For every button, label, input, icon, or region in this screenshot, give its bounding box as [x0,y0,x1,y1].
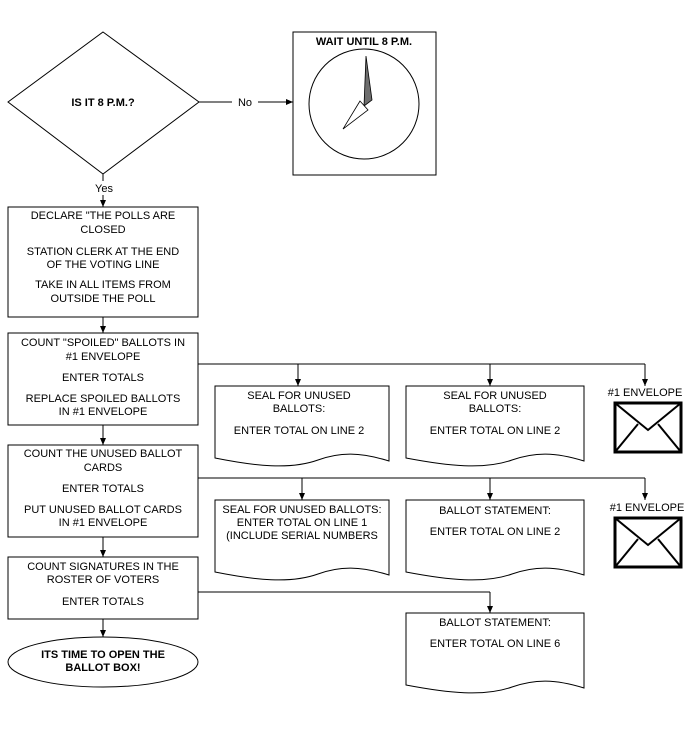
doc-a-line1: SEAL FOR UNUSED [247,390,351,402]
decision-question: IS IT 8 P.M.? [71,97,135,109]
doc-a-line2: BALLOTS: [273,403,326,415]
step3-line3: ENTER TOTALS [62,483,144,495]
envelope-icon [613,401,683,454]
doc-seal-unused-ballots-a: SEAL FOR UNUSED BALLOTS: ENTER TOTAL ON … [214,385,390,467]
step4-line2: ROSTER OF VOTERS [47,574,159,586]
doc-d-line1: BALLOT STATEMENT: [439,505,551,517]
doc-seal-unused-ballots-c: SEAL FOR UNUSED BALLOTS: ENTER TOTAL ON … [214,499,390,581]
step3-line4: PUT UNUSED BALLOT CARDS [24,504,182,516]
yes-label-bg [90,181,118,195]
step-count-spoiled-ballots: COUNT "SPOILED" BALLOTS IN #1 ENVELOPE E… [7,332,199,426]
decision-diamond: IS IT 8 P.M.? [7,31,200,175]
doc-d-line2: ENTER TOTAL ON LINE 2 [430,526,560,538]
doc-b-line3: ENTER TOTAL ON LINE 2 [430,425,560,437]
doc-b-line1: SEAL FOR UNUSED [443,390,547,402]
end-terminal: ITS TIME TO OPEN THE BALLOT BOX! [7,636,199,688]
doc-b-line2: BALLOTS: [469,403,522,415]
envelope-icon [613,516,683,569]
step3-line2: CARDS [84,462,123,474]
yes-label: Yes [95,183,113,195]
step2-line2: #1 ENVELOPE [66,351,141,363]
no-label: No [238,97,252,109]
step3-line1: COUNT THE UNUSED BALLOT [24,448,183,460]
doc-c-line2: ENTER TOTAL ON LINE 1 [237,517,367,529]
step1-line3: STATION CLERK AT THE END [27,246,179,258]
step-declare-polls-closed: DECLARE "THE POLLS ARE CLOSED STATION CL… [7,206,199,318]
step2-line5: IN #1 ENVELOPE [59,406,148,418]
step3-line5: IN #1 ENVELOPE [59,517,148,529]
wait-box-title: WAIT UNTIL 8 P.M. [316,36,412,48]
envelope-1-label: #1 ENVELOPE [608,387,683,399]
doc-c-line3: (INCLUDE SERIAL NUMBERS [226,530,378,542]
step1-line5: TAKE IN ALL ITEMS FROM [35,279,171,291]
doc-seal-unused-ballots-b: SEAL FOR UNUSED BALLOTS: ENTER TOTAL ON … [405,385,585,467]
end-line1: ITS TIME TO OPEN THE [41,649,165,661]
step-count-unused-ballot-cards: COUNT THE UNUSED BALLOT CARDS ENTER TOTA… [7,444,199,538]
doc-e-line2: ENTER TOTAL ON LINE 6 [430,638,560,650]
step1-line1: DECLARE "THE POLLS ARE [31,210,176,222]
doc-ballot-statement-e: BALLOT STATEMENT: ENTER TOTAL ON LINE 6 [405,612,585,694]
step2-line4: REPLACE SPOILED BALLOTS [26,393,181,405]
doc-ballot-statement-d: BALLOT STATEMENT: ENTER TOTAL ON LINE 2 [405,499,585,581]
step2-line1: COUNT "SPOILED" BALLOTS IN [21,337,185,349]
doc-a-line3: ENTER TOTAL ON LINE 2 [234,425,364,437]
step4-line1: COUNT SIGNATURES IN THE [27,561,179,573]
clock-hour-hand [363,55,373,107]
end-line2: BALLOT BOX! [65,662,140,674]
doc-e-line1: BALLOT STATEMENT: [439,617,551,629]
envelope-2-label: #1 ENVELOPE [610,502,685,514]
step1-line4: OF THE VOTING LINE [47,259,160,271]
step4-line3: ENTER TOTALS [62,596,144,608]
step1-line2: CLOSED [80,224,125,236]
no-label-bg [232,94,258,110]
wait-box: WAIT UNTIL 8 P.M. [292,31,437,176]
step-count-signatures: COUNT SIGNATURES IN THE ROSTER OF VOTERS… [7,556,199,620]
step1-line6: OUTSIDE THE POLL [51,293,156,305]
step2-line3: ENTER TOTALS [62,372,144,384]
doc-c-line1: SEAL FOR UNUSED BALLOTS: [222,504,381,516]
clock-minute-hand [342,100,369,130]
